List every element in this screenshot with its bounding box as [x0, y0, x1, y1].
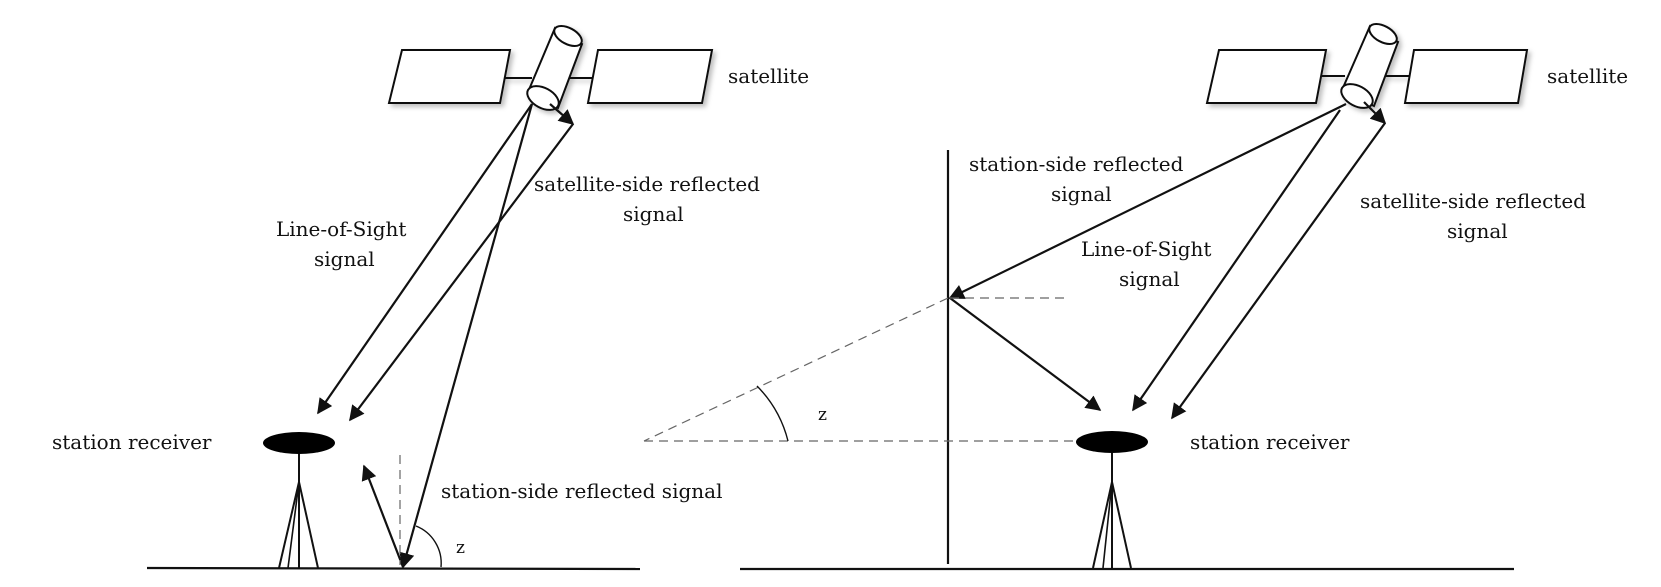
solar-panel-right [1403, 49, 1529, 104]
angle-arc [415, 525, 442, 568]
station-side-reflected-outgoing-arrow [361, 464, 405, 568]
los-signal-arrow [317, 103, 533, 415]
station-receiver-icon [263, 432, 335, 569]
satellite-label: satellite [1547, 64, 1628, 88]
los-signal-label-line1: Line-of-Sight [276, 217, 406, 241]
image-ray-dashed [643, 297, 949, 442]
left-panel: satellite z Line-of-Sight signal satelli… [52, 25, 809, 571]
solar-panel-right [586, 49, 714, 104]
right-panel: satellite z station-side reflected signa… [643, 23, 1628, 571]
station-side-reflected-incoming-arrow [948, 103, 1347, 299]
satellite-side-reflected-label-line1: satellite-side reflected [534, 172, 760, 196]
los-signal-label-line2: signal [1119, 267, 1180, 291]
los-signal-label-line1: Line-of-Sight [1081, 237, 1211, 261]
satellite-side-reflected-label-line2: signal [1447, 219, 1508, 243]
station-side-reflected-label: station-side reflected signal [441, 479, 722, 503]
station-side-reflected-incoming-arrow [399, 103, 534, 569]
satellite-side-reflected-label-line1: satellite-side reflected [1360, 189, 1586, 213]
station-side-reflected-label-line2: signal [1051, 182, 1112, 206]
station-side-reflected-outgoing-arrow [949, 297, 1102, 411]
station-receiver-label: station receiver [52, 430, 212, 454]
ground-line [146, 566, 641, 571]
station-receiver-label: station receiver [1190, 430, 1350, 454]
satellite-side-reflected-arrow-up [549, 103, 575, 126]
solar-panel-left [387, 49, 512, 104]
satellite-icon [387, 25, 714, 111]
angle-label: z [818, 405, 827, 425]
satellite-side-reflected-arrow-up [1363, 101, 1387, 125]
angle-arc [756, 385, 789, 442]
los-signal-label-line2: signal [314, 247, 375, 271]
satellite-icon [1205, 23, 1529, 109]
satellite-label: satellite [728, 64, 809, 88]
station-side-reflected-label-line1: station-side reflected [969, 152, 1184, 176]
satellite-side-reflected-arrow-down [349, 123, 574, 422]
solar-panel-left [1205, 49, 1328, 104]
los-signal-arrow [1132, 109, 1341, 412]
angle-label: z [456, 538, 465, 558]
station-receiver-icon [1076, 431, 1148, 569]
satellite-side-reflected-arrow-down [1171, 122, 1386, 420]
satellite-side-reflected-label-line2: signal [623, 202, 684, 226]
